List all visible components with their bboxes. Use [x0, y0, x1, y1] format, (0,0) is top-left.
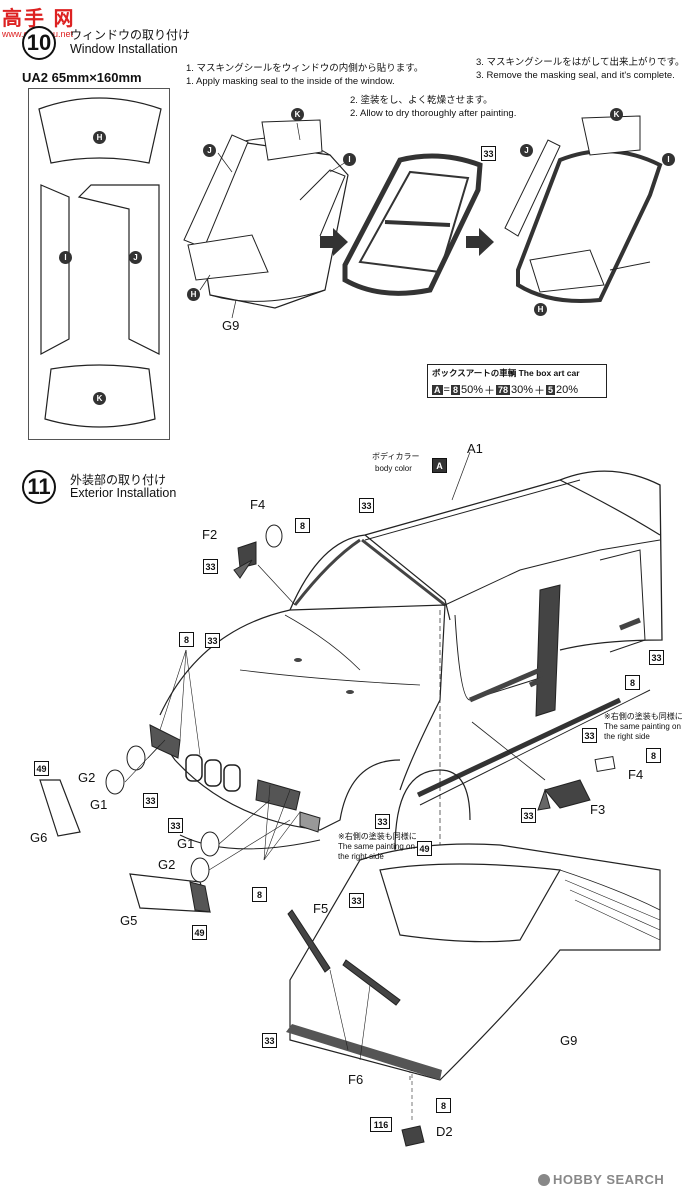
color-49-g5: 49 [192, 925, 207, 940]
instruction-2-en: 2. Allow to dry thoroughly after paintin… [350, 108, 517, 119]
color-33-g9: 33 [262, 1033, 277, 1048]
color-33-f5: 33 [349, 893, 364, 908]
part-g1-left: G1 [90, 797, 108, 812]
note-right-side-1: ※右側の塗装も同様に The same painting on the righ… [604, 712, 683, 742]
formula-c1: 8 [450, 385, 460, 395]
part-f5: F5 [313, 901, 329, 916]
seal-part-h: H [93, 131, 106, 144]
color-8-front: 8 [179, 632, 194, 647]
box-art-title: ボックスアートの車輌 The box art car [432, 368, 580, 378]
formula-c3: 5 [546, 385, 556, 395]
note-right-side-2: ※右側の塗装も同様に The same painting on the righ… [338, 832, 417, 862]
formula-plus1: ＋ [483, 385, 495, 397]
instruction-3: 3. マスキングシールをはがして出来上がりです。 3. Remove the m… [476, 56, 685, 82]
formula-plus2: ＋ [534, 385, 546, 397]
instruction-2-jp: 2. 塗装をし、よく乾燥させます。 [350, 95, 493, 106]
color-33-f3: 33 [521, 808, 536, 823]
part-f6: F6 [348, 1072, 364, 1087]
color-33-sill: 33 [582, 728, 597, 743]
body-color-jp: ボディカラー [372, 452, 420, 461]
formula-p3: 20% [556, 384, 579, 396]
color-33-fender: 33 [375, 814, 390, 829]
step10-part-k-3: K [610, 108, 623, 121]
color-33-roof: 33 [359, 498, 374, 513]
color-8-f4-side: 8 [646, 748, 661, 763]
formula-p2: 30% [511, 384, 534, 396]
box-art-formula: A = 8 50% ＋ 78 30% ＋ 5 20% [432, 382, 578, 398]
step10-part-h-1: H [187, 288, 200, 301]
note-right-side-1-jp: ※右側の塗装も同様に [604, 712, 683, 721]
color-116-d2: 116 [370, 1117, 392, 1132]
body-color-en: body color [375, 464, 412, 473]
seal-part-j: J [129, 251, 142, 264]
step10-part-k-1: K [291, 108, 304, 121]
part-a1: A1 [467, 441, 483, 456]
color-33-f2: 33 [203, 559, 218, 574]
part-g2-right: G2 [158, 857, 176, 872]
part-g6: G6 [30, 830, 48, 845]
part-g9: G9 [560, 1033, 578, 1048]
formula-eq: = [443, 384, 450, 396]
part-d2: D2 [436, 1124, 453, 1139]
step10-part-j-1: J [203, 144, 216, 157]
color-8-d2: 8 [436, 1098, 451, 1113]
masking-seal-drawing [38, 97, 162, 428]
step10-part-i-3: I [662, 153, 675, 166]
part-g5: G5 [120, 913, 138, 928]
note-right-side-2-en2: the right side [338, 852, 384, 861]
instruction-3-jp: 3. マスキングシールをはがして出来上がりです。 [476, 57, 685, 68]
watermark-bottom-text: HOBBY SEARCH [553, 1172, 665, 1187]
seal-size-label: UA2 65mm×160mm [22, 70, 142, 85]
note-right-side-2-jp: ※右側の塗装も同様に [338, 832, 417, 841]
formula-p1: 50% [460, 384, 483, 396]
color-49-right: 49 [417, 841, 432, 856]
step10-title-jp: ウィンドウの取り付け [70, 28, 191, 42]
step10-part-i-1: I [343, 153, 356, 166]
color-33-grille: 33 [168, 818, 183, 833]
part-f2: F2 [202, 527, 218, 542]
step10-paint-33: 33 [481, 146, 496, 161]
color-33-hood: 33 [205, 633, 220, 648]
note-right-side-2-en1: The same painting on [338, 842, 415, 851]
formula-a: A [432, 385, 443, 395]
watermark-bottom-icon [538, 1173, 550, 1186]
step-number-11: 11 [22, 470, 56, 504]
seal-part-i: I [59, 251, 72, 264]
instruction-2: 2. 塗装をし、よく乾燥させます。 2. Allow to dry thorou… [350, 94, 516, 120]
color-8-lights: 8 [252, 887, 267, 902]
note-right-side-1-en1: The same painting on [604, 722, 681, 731]
part-g2-left: G2 [78, 770, 96, 785]
formula-c2: 78 [495, 385, 510, 395]
watermark-bottom: HOBBY SEARCH [538, 1172, 664, 1187]
part-f3: F3 [590, 802, 606, 817]
color-49-g6: 49 [34, 761, 49, 776]
window-assembly-drawings [183, 115, 663, 319]
instruction-1-en: 1. Apply masking seal to the inside of t… [186, 76, 395, 87]
color-33-g1: 33 [143, 793, 158, 808]
part-g1-right: G1 [177, 836, 195, 851]
exterior-assembly-drawing [39, 451, 663, 1147]
step-number-10: 10 [22, 26, 56, 60]
step11-title-jp: 外装部の取り付け [70, 473, 167, 487]
color-8-handle: 8 [625, 675, 640, 690]
step10-part-h-3: H [534, 303, 547, 316]
box-art-note: ボックスアートの車輌 The box art car A = 8 50% ＋ 7… [427, 364, 607, 398]
part-f4-top: F4 [250, 497, 266, 512]
body-color-code: A [432, 458, 447, 473]
color-33-door: 33 [649, 650, 664, 665]
seal-part-k: K [93, 392, 106, 405]
part-f4-side: F4 [628, 767, 644, 782]
color-8-f4: 8 [295, 518, 310, 533]
step11-title-en: Exterior Installation [70, 486, 177, 500]
instruction-1: 1. マスキングシールをウィンドウの内側から貼ります。 1. Apply mas… [186, 62, 423, 88]
instruction-1-jp: 1. マスキングシールをウィンドウの内側から貼ります。 [186, 63, 424, 74]
masking-seal-sheet: H I J K [28, 88, 170, 440]
note-right-side-1-en2: the right side [604, 732, 650, 741]
step10-title-en: Window Installation [70, 42, 178, 56]
step10-part-j-3: J [520, 144, 533, 157]
watermark-text: 高手 网 [2, 8, 76, 30]
instruction-3-en: 3. Remove the masking seal, and it's com… [476, 70, 675, 81]
step10-part-g9: G9 [222, 318, 240, 333]
